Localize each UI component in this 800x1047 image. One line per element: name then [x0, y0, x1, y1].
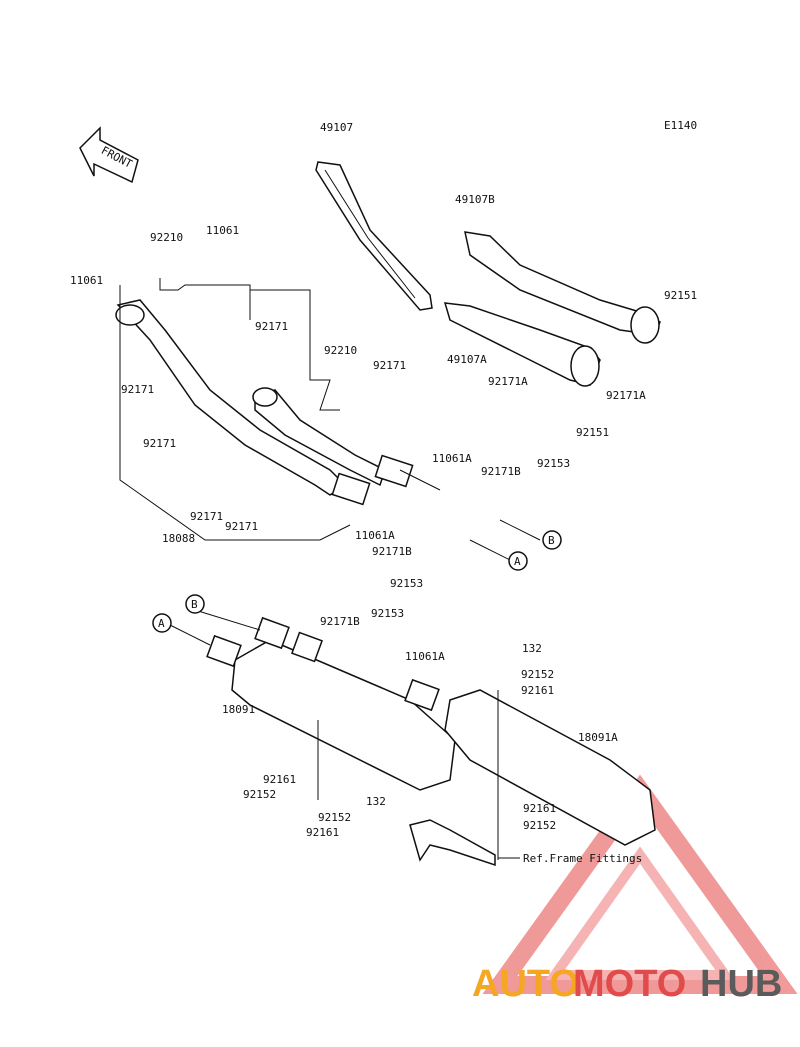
label-92171-d: 92171: [143, 437, 176, 450]
diagram-text: A: [514, 555, 521, 568]
diagram-text: MOTO: [573, 963, 686, 1005]
label-18088: 18088: [162, 532, 195, 545]
label-92171-c: 92171: [121, 383, 154, 396]
diagram-text: A: [158, 617, 165, 630]
label-18091: 18091: [222, 703, 255, 716]
label-92171-b: 92171: [373, 359, 406, 372]
label-92171-a: 92171: [255, 320, 288, 333]
label-11061-left: 11061: [70, 274, 103, 287]
label-92161-top: 92161: [521, 684, 554, 697]
frame-bracket: [409, 819, 496, 867]
label-92171A-left: 92171A: [488, 375, 528, 388]
marker-a-upper: A: [508, 551, 528, 571]
label-92153-low: 92153: [390, 577, 423, 590]
marker-b-lower: B: [185, 594, 205, 614]
diagram-text: AUTO: [472, 963, 579, 1005]
label-49107A: 49107A: [447, 353, 487, 366]
heat-shield-49107A: [443, 302, 601, 387]
label-49107: 49107: [320, 121, 353, 134]
label-92161-right: 92161: [523, 802, 556, 815]
front-arrow-icon: FRONT: [79, 126, 139, 184]
marker-a-lower: A: [152, 613, 172, 633]
label-132-low: 132: [366, 795, 386, 808]
label-92171B-mid: 92171B: [481, 465, 521, 478]
label-92153-muffler: 92153: [371, 607, 404, 620]
label-92152-top: 92152: [521, 668, 554, 681]
label-92161-left: 92161: [263, 773, 296, 786]
label-92171-e: 92171: [190, 510, 223, 523]
diagram-text: B: [548, 534, 555, 547]
label-92152-mid: 92152: [318, 811, 351, 824]
label-92151-top: 92151: [664, 289, 697, 302]
label-49107B: 49107B: [455, 193, 495, 206]
label-92161-mid: 92161: [306, 826, 339, 839]
watermark-text: AUTO MOTO HUB: [472, 963, 782, 1005]
watermark-logo: [482, 774, 798, 994]
label-92153-mid: 92153: [537, 457, 570, 470]
label-92210-top: 92210: [150, 231, 183, 244]
label-92151-bottom: 92151: [576, 426, 609, 439]
heat-shield-49107B: [464, 231, 661, 344]
label-92152-right: 92152: [523, 819, 556, 832]
label-18091A: 18091A: [578, 731, 618, 744]
ref-frame-fittings: Ref.Frame Fittings: [523, 852, 642, 865]
label-11061-top: 11061: [206, 224, 239, 237]
label-92171B-muffler: 92171B: [320, 615, 360, 628]
label-132-top: 132: [522, 642, 542, 655]
label-11061A-low: 11061A: [355, 529, 395, 542]
heat-shield-49107: [315, 161, 433, 311]
exhaust-pipe-18088: [115, 299, 414, 506]
label-92171A-right: 92171A: [606, 389, 646, 402]
label-92210-mid: 92210: [324, 344, 357, 357]
leader-lines: [119, 278, 541, 860]
muffler-18091: [206, 616, 456, 791]
diagram-text: HUB: [700, 963, 782, 1005]
diagram-code: E1140: [664, 119, 697, 132]
diagram-text: B: [191, 598, 198, 611]
label-11061A-muffler: 11061A: [405, 650, 445, 663]
label-92171B-low: 92171B: [372, 545, 412, 558]
label-11061A-mid: 11061A: [432, 452, 472, 465]
label-92152-left: 92152: [243, 788, 276, 801]
part-labels: 49107 49107B 49107A 92151 92171A 92171A …: [70, 121, 697, 865]
marker-b-upper: B: [542, 530, 562, 550]
label-92171-f: 92171: [225, 520, 258, 533]
